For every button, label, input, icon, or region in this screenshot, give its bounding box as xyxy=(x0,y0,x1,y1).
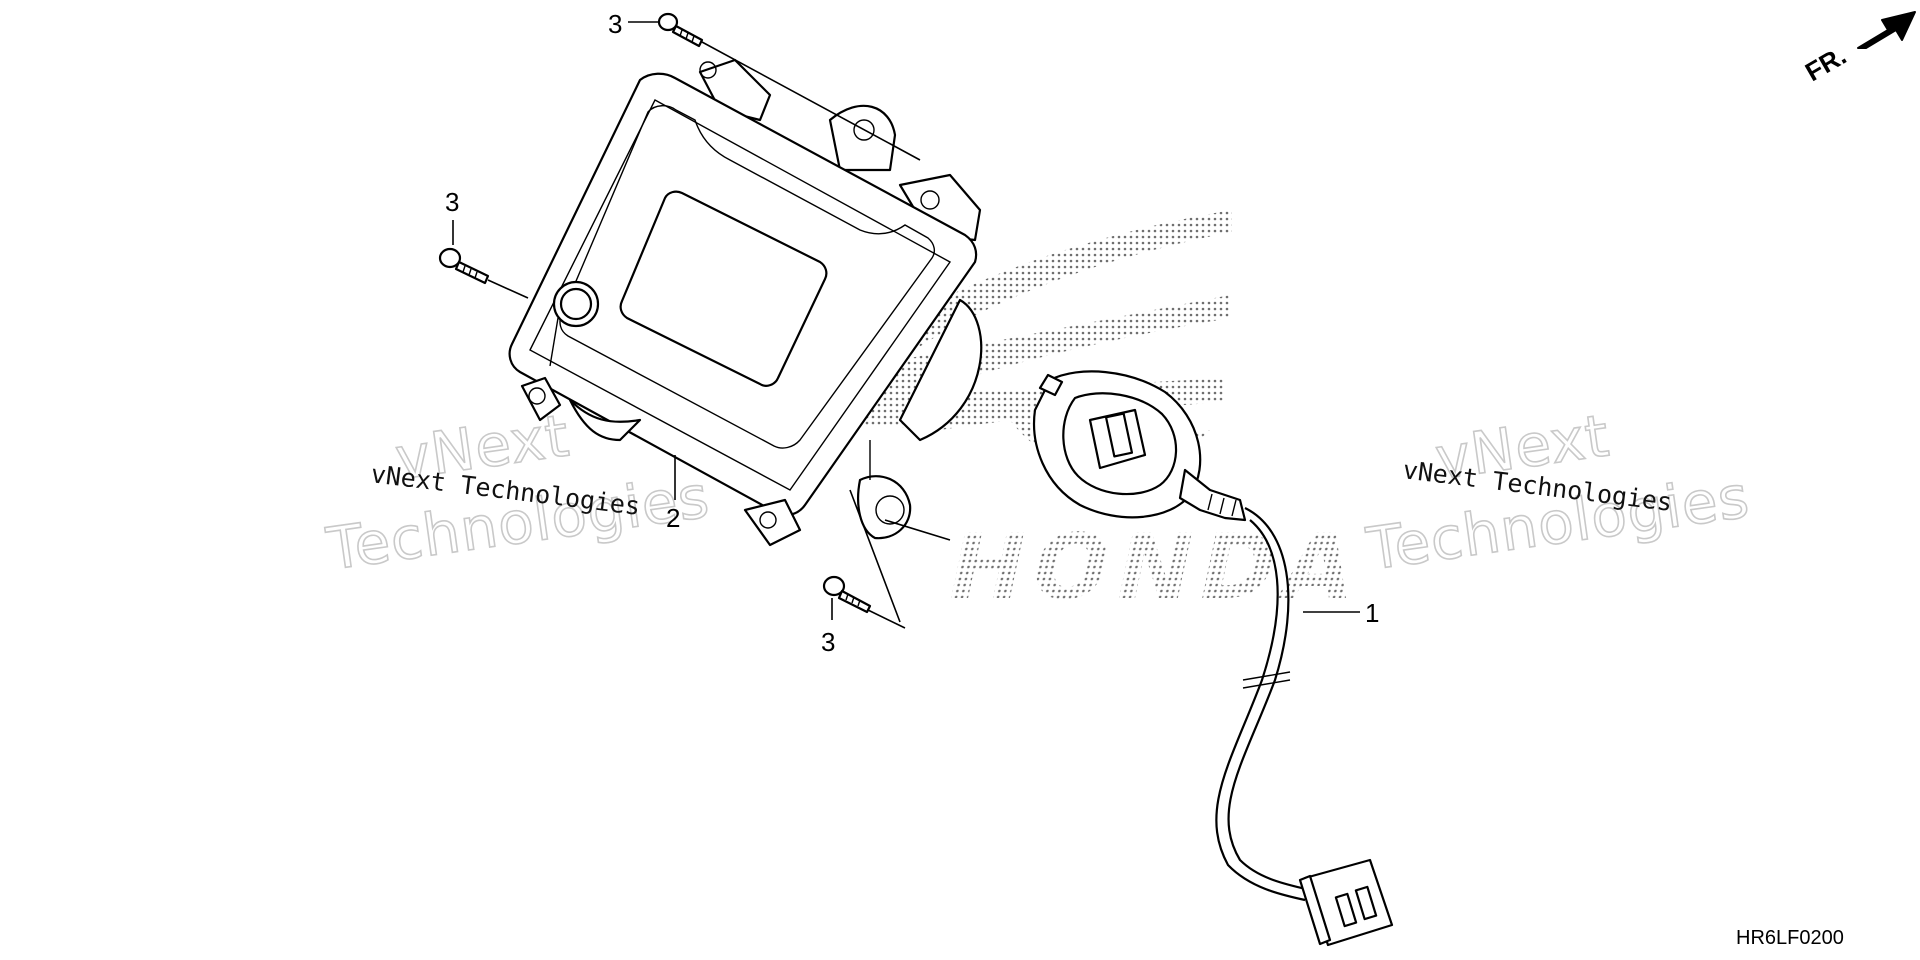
screw-leader-lines xyxy=(487,41,951,629)
callout-3-top: 3 xyxy=(608,9,622,39)
front-direction-indicator: FR. xyxy=(1800,11,1916,87)
speed-sensor-harness xyxy=(1033,370,1394,947)
meter-assembly xyxy=(508,58,983,547)
callout-3-left: 3 xyxy=(445,187,459,217)
screw-top xyxy=(657,12,704,48)
front-direction-arrow-icon xyxy=(1857,11,1916,49)
callout-3-bottom: 3 xyxy=(821,627,835,657)
part-leader-lines xyxy=(452,21,1360,620)
screw-bottom xyxy=(822,575,872,614)
screw-left xyxy=(438,247,490,285)
callout-2: 2 xyxy=(666,503,680,533)
honda-logo-text: HONDA xyxy=(938,516,1372,620)
diagram-code: HR6LF0200 xyxy=(1736,927,1844,949)
front-label: FR. xyxy=(1800,40,1851,87)
callout-1: 1 xyxy=(1365,598,1379,628)
